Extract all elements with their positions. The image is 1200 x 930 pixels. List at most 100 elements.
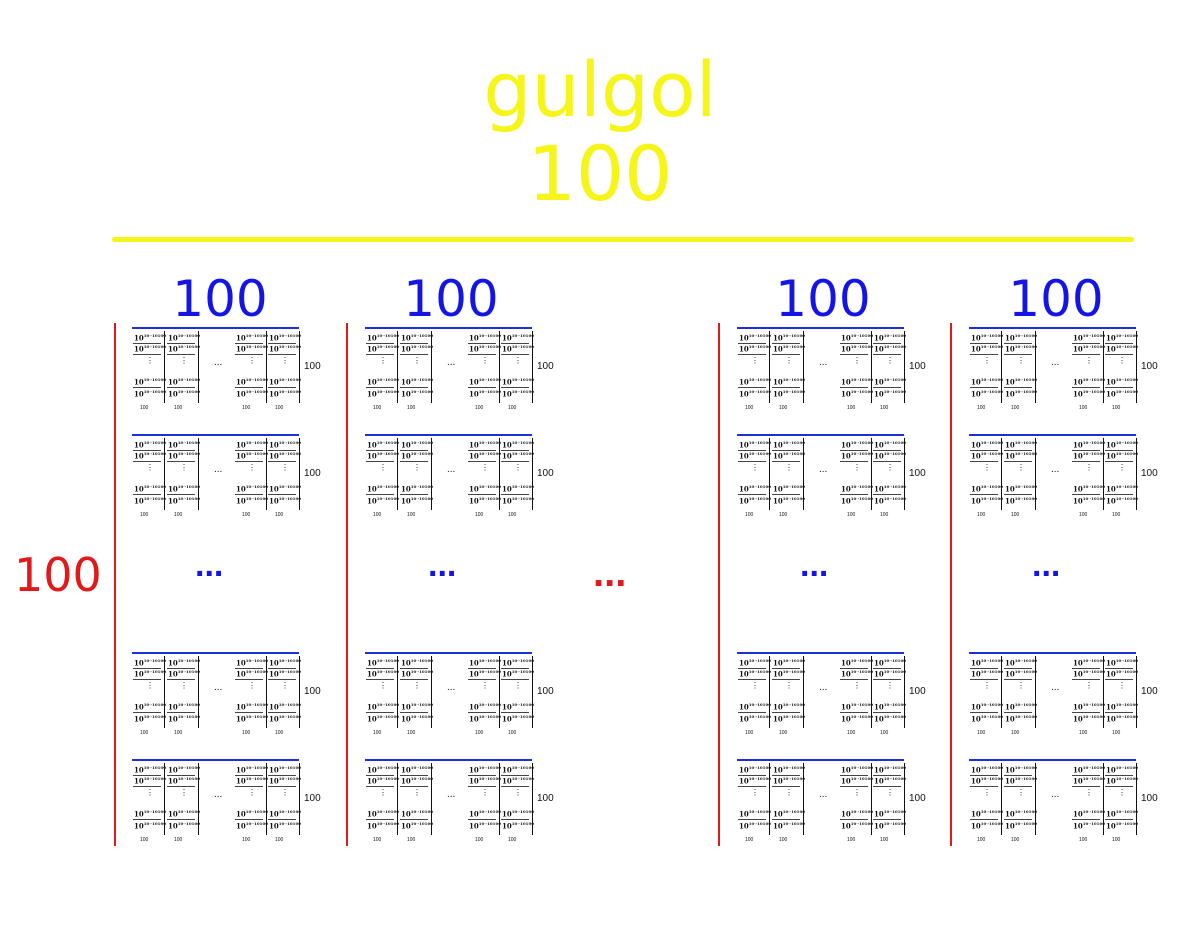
- power-tower: 1010··10100: [401, 702, 433, 711]
- tower-exponent: 10··10: [980, 333, 995, 338]
- cell-base-label: 100: [373, 405, 382, 411]
- cell-divider: [468, 712, 496, 713]
- tower-base: 10: [773, 377, 783, 387]
- power-tower: 1010··10100: [773, 496, 805, 505]
- tower-base: 10: [236, 484, 246, 494]
- tower-base: 10: [971, 451, 981, 461]
- power-tower: 1010··10100: [841, 484, 873, 493]
- tower-exponent-top: 100: [390, 821, 400, 826]
- cell-divider: [468, 494, 496, 495]
- tower-exponent-top: 100: [424, 658, 434, 663]
- power-tower: 1010··10100: [1073, 765, 1105, 774]
- power-tower: 1010··10100: [841, 702, 873, 711]
- tower-exponent: 10··10: [1115, 776, 1130, 781]
- tower-exponent-top: 100: [492, 702, 502, 707]
- tower-exponent: 10··10: [980, 669, 995, 674]
- tower-exponent-top: 100: [897, 809, 907, 814]
- tower-exponent: 10··10: [143, 809, 158, 814]
- cell-base-label: 100: [275, 837, 284, 843]
- tower-exponent: 10··10: [1082, 809, 1097, 814]
- tower-exponent: 10··10: [850, 484, 865, 489]
- cell-divider: [772, 343, 800, 344]
- tower-base: 10: [874, 451, 884, 461]
- tower-exponent-top: 100: [897, 714, 907, 719]
- power-tower: 1010··10100: [502, 377, 534, 386]
- tower-exponent: 10··10: [748, 702, 763, 707]
- block-side-label: 100: [304, 793, 321, 804]
- tower-exponent-top: 100: [897, 377, 907, 382]
- cell-divider: [970, 786, 998, 787]
- power-tower: 1010··10100: [168, 821, 200, 830]
- tower-exponent: 10··10: [143, 669, 158, 674]
- power-tower: 1010··10100: [971, 702, 1003, 711]
- cell-base-label: 100: [275, 405, 284, 411]
- cell-divider: [235, 354, 263, 355]
- tower-base: 10: [134, 333, 144, 343]
- tower-exponent-top: 100: [1028, 658, 1038, 663]
- power-tower: 1010··10100: [134, 658, 166, 667]
- power-tower: 1010··10100: [401, 658, 433, 667]
- tower-exponent: 10··10: [177, 658, 192, 663]
- power-tower: 1010··10100: [134, 809, 166, 818]
- cell-divider: [1105, 461, 1133, 462]
- tower-exponent: 10··10: [177, 809, 192, 814]
- cell-divider: [1105, 668, 1133, 669]
- cell-divider: [400, 450, 428, 451]
- cell-divider: [873, 712, 901, 713]
- tower-base: 10: [1106, 389, 1116, 399]
- power-tower: 1010··10100: [874, 377, 906, 386]
- cell-base-label: 100: [242, 837, 251, 843]
- tower-base: 10: [874, 809, 884, 819]
- tower-base: 10: [134, 702, 144, 712]
- power-tower: 1010··10100: [502, 702, 534, 711]
- cell-divider: [840, 387, 868, 388]
- tower-base: 10: [1106, 344, 1116, 354]
- power-tower: 1010··10100: [1106, 377, 1138, 386]
- tower-base: 10: [502, 440, 512, 450]
- tower-base: 10: [469, 658, 479, 668]
- cell-base-label: 100: [779, 730, 788, 736]
- cell-divider: [400, 775, 428, 776]
- cell-divider: [873, 775, 901, 776]
- tower-base: 10: [1073, 765, 1083, 775]
- cell-divider: [501, 354, 529, 355]
- tower-base: 10: [401, 451, 411, 461]
- tower-base: 10: [168, 765, 178, 775]
- cell-divider: [366, 387, 394, 388]
- tower-exponent: 10··10: [883, 333, 898, 338]
- tower-exponent-top: 100: [897, 451, 907, 456]
- power-tower: 1010··10100: [971, 484, 1003, 493]
- cell-ellipsis: ...: [1051, 357, 1060, 368]
- tower-exponent-top: 100: [1096, 776, 1106, 781]
- tower-exponent-top: 100: [1028, 451, 1038, 456]
- tower-exponent: 10··10: [1014, 669, 1029, 674]
- cell-base-label: 100: [174, 837, 183, 843]
- tower-exponent: 10··10: [782, 765, 797, 770]
- power-tower: 1010··10100: [1073, 333, 1105, 342]
- tower-exponent-top: 100: [796, 451, 806, 456]
- tower-base: 10: [874, 344, 884, 354]
- power-tower: 1010··10100: [773, 451, 805, 460]
- tower-base: 10: [401, 669, 411, 679]
- tower-base: 10: [874, 669, 884, 679]
- tower-exponent: 10··10: [1115, 484, 1130, 489]
- tower-exponent: 10··10: [177, 702, 192, 707]
- tower-base: 10: [502, 765, 512, 775]
- tower-exponent-top: 100: [424, 776, 434, 781]
- cell-divider: [268, 819, 296, 820]
- power-tower: 1010··10100: [874, 809, 906, 818]
- cell-base-label: 100: [475, 837, 484, 843]
- tower-base: 10: [971, 809, 981, 819]
- block-top-line: [737, 652, 904, 654]
- power-tower: 1010··10100: [134, 389, 166, 398]
- tower-base: 10: [236, 496, 246, 506]
- power-tower: 1010··10100: [236, 702, 268, 711]
